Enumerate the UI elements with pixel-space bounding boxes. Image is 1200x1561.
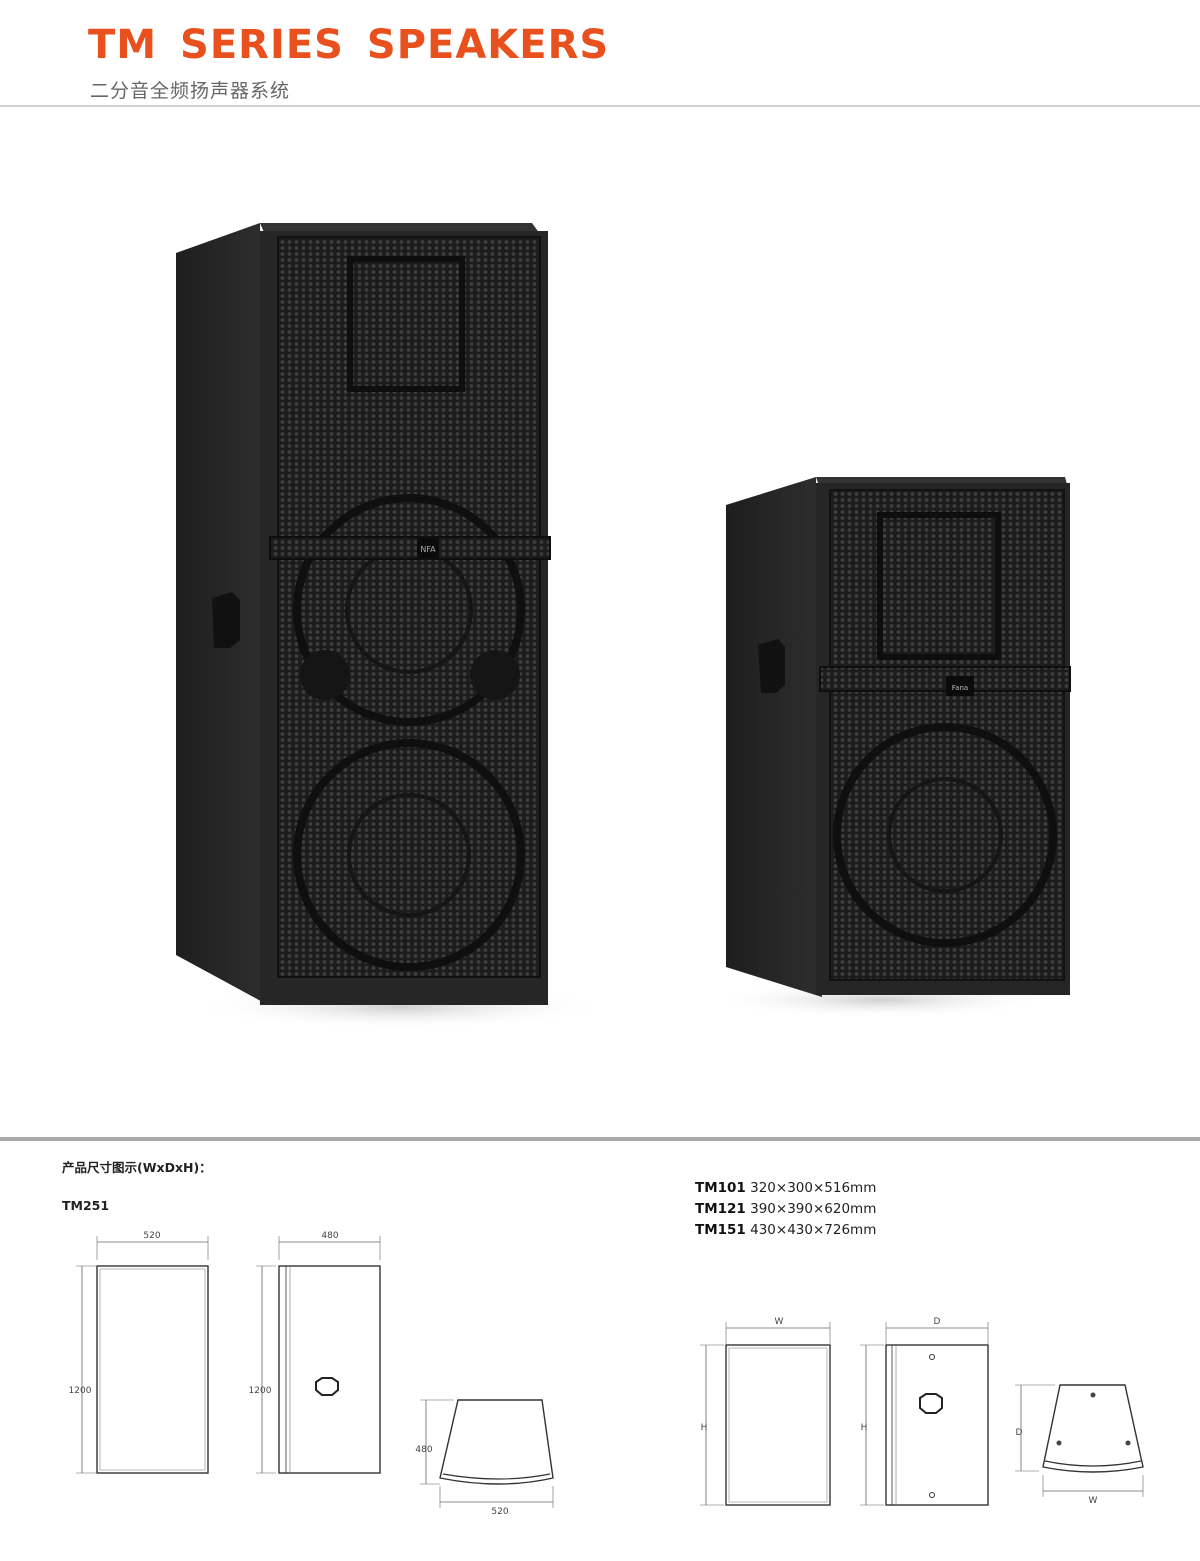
dim-height-label: 1200 bbox=[249, 1386, 272, 1396]
generic-top-drawing: D W bbox=[1015, 1384, 1144, 1506]
model-spec-list: TM101 320×300×516mm TM121 390×390×620mm … bbox=[695, 1178, 876, 1241]
tm251-side-drawing: 480 1200 bbox=[249, 1231, 381, 1474]
spec-model: TM121 bbox=[695, 1201, 746, 1217]
dim-depth-label: D bbox=[934, 1317, 941, 1327]
page-title: TM SERIES SPEAKERS bbox=[88, 22, 610, 68]
small-speaker: Fana bbox=[710, 477, 1071, 1018]
page-header: TM SERIES SPEAKERS 二分音全频扬声器系统 bbox=[0, 0, 1200, 108]
dim-depth-label: 480 bbox=[415, 1445, 432, 1455]
dim-width-label: W bbox=[775, 1317, 784, 1327]
spec-row: TM121 390×390×620mm bbox=[695, 1199, 876, 1220]
dim-depth-label: 480 bbox=[321, 1231, 338, 1241]
large-speaker: NFA bbox=[176, 223, 610, 1029]
spec-dims: 430×430×726mm bbox=[750, 1222, 877, 1238]
dim-width-label: 520 bbox=[143, 1231, 160, 1241]
generic-front-drawing: W H bbox=[700, 1317, 831, 1506]
dim-depth-label: D bbox=[1016, 1428, 1023, 1438]
dimensions-heading: 产品尺寸图示(WxDxH)： bbox=[62, 1160, 212, 1175]
page-subtitle: 二分音全频扬声器系统 bbox=[90, 80, 291, 102]
spec-model: TM101 bbox=[695, 1180, 746, 1196]
dim-height-label: H bbox=[701, 1423, 708, 1433]
dim-height-label: H bbox=[861, 1423, 868, 1433]
tm251-label: TM251 bbox=[62, 1198, 110, 1213]
header-rule bbox=[0, 105, 1200, 107]
spec-dims: 320×300×516mm bbox=[750, 1180, 877, 1196]
dim-height-label: 1200 bbox=[69, 1386, 92, 1396]
spec-row: TM101 320×300×516mm bbox=[695, 1178, 876, 1199]
small-badge: Fana bbox=[952, 684, 968, 692]
tm251-top-drawing: 480 520 bbox=[415, 1399, 554, 1517]
dim-width-label: W bbox=[1089, 1496, 1098, 1506]
large-badge: NFA bbox=[420, 545, 436, 554]
generic-side-drawing: D H bbox=[860, 1317, 989, 1506]
spec-model: TM151 bbox=[695, 1222, 746, 1238]
product-photo: NFA Fana bbox=[176, 223, 1071, 1029]
spec-dims: 390×390×620mm bbox=[750, 1201, 877, 1217]
tm251-front-drawing: 520 1200 bbox=[69, 1231, 209, 1474]
spec-row: TM151 430×430×726mm bbox=[695, 1220, 876, 1241]
dim-width-label: 520 bbox=[491, 1507, 508, 1517]
section-divider bbox=[0, 1137, 1200, 1141]
